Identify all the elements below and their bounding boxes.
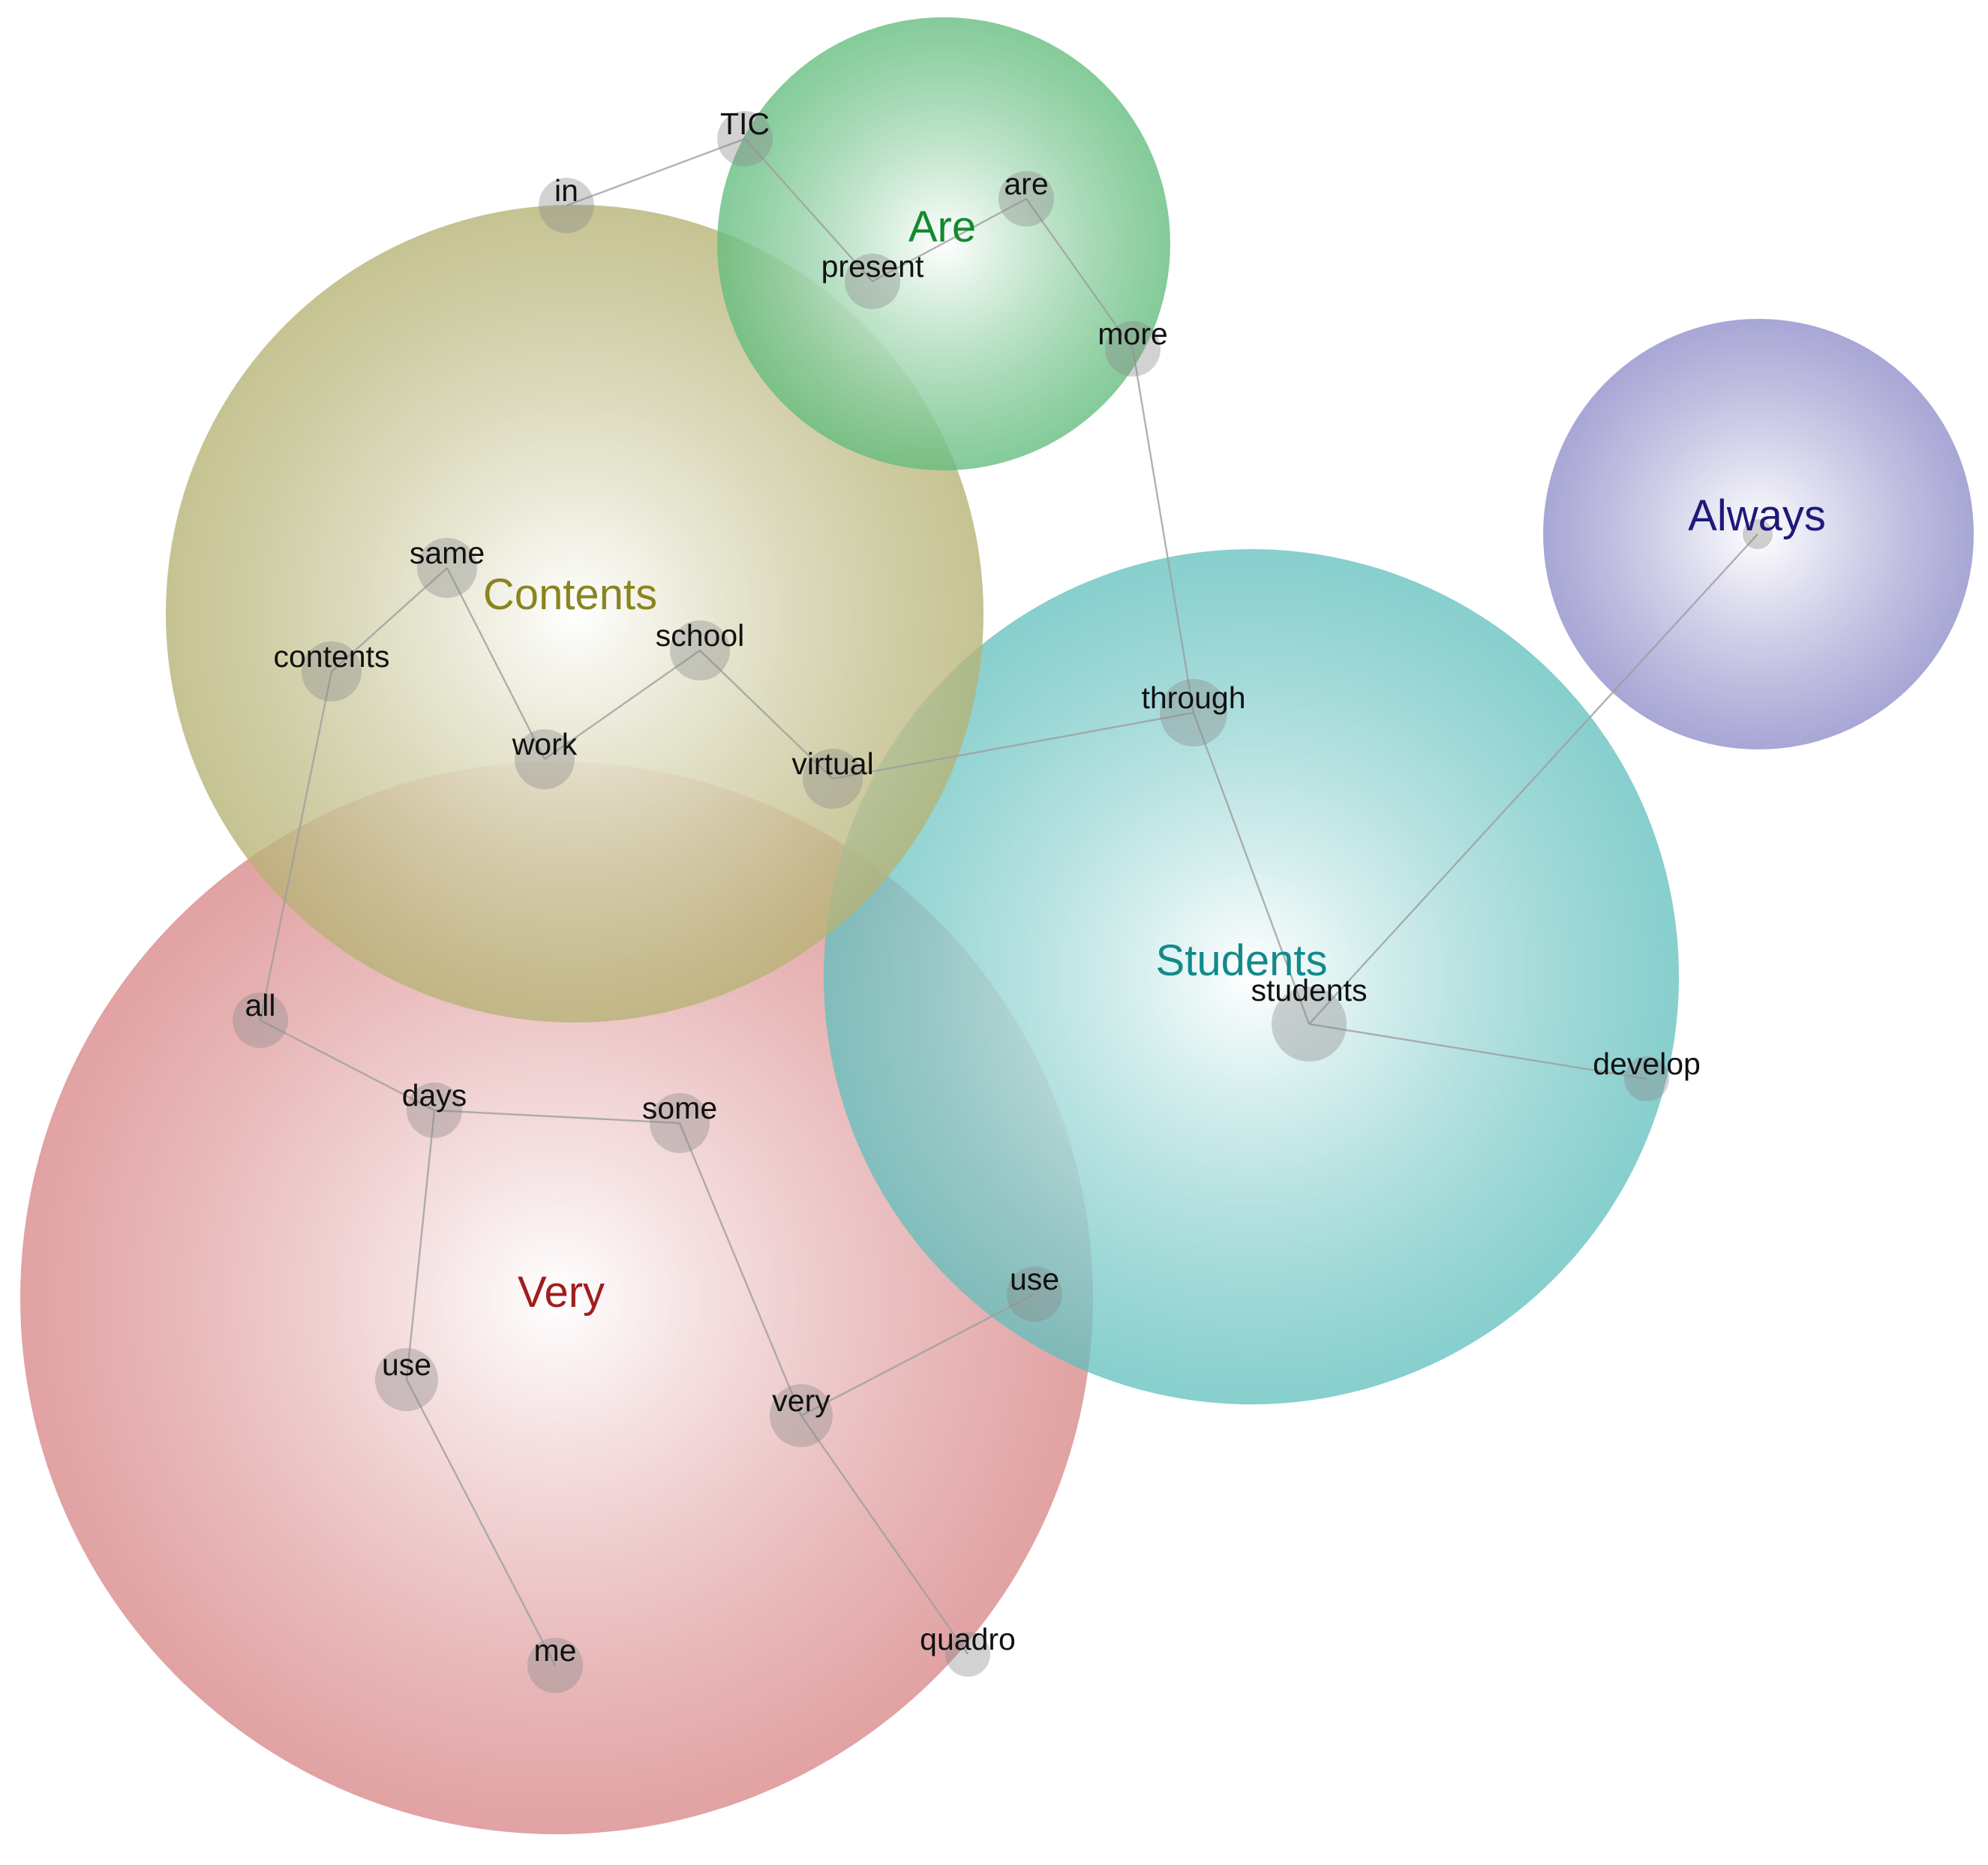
node-dot-very	[770, 1384, 833, 1447]
node-dot-students	[1272, 987, 1347, 1062]
edge-tic-present	[744, 138, 873, 282]
edge-some-very	[678, 1122, 803, 1416]
node-dot-more	[1105, 321, 1161, 377]
word-labels: TIC in are present more same contents school wor…	[245, 107, 1700, 1668]
node-dot-virtual	[803, 749, 863, 809]
node-dot-same	[417, 538, 477, 598]
node-dot-days	[407, 1083, 462, 1138]
edge-very-use2	[800, 1293, 1035, 1417]
edge-students-always_hub	[1308, 533, 1758, 1025]
edge-school-work	[544, 650, 701, 760]
word-label-use1: use	[382, 1347, 431, 1382]
word-label-develop: develop	[1593, 1047, 1701, 1081]
node-dot-work	[515, 729, 575, 789]
cluster-labels: Very Contents Students Are Always	[483, 203, 1826, 1317]
cluster-bubble-very	[20, 761, 1093, 1834]
node-dot-school	[670, 620, 730, 680]
edge-days-some	[434, 1109, 680, 1125]
word-label-students: students	[1251, 973, 1368, 1008]
edge-more-through	[1131, 348, 1195, 713]
word-label-school: school	[656, 618, 745, 653]
word-label-more: more	[1098, 317, 1167, 351]
word-label-all: all	[245, 988, 275, 1023]
node-dot-all	[233, 993, 288, 1048]
edge-present-are	[872, 197, 1027, 283]
word-label-days: days	[402, 1078, 467, 1113]
word-label-me: me	[534, 1633, 577, 1668]
node-dot-always	[1743, 519, 1773, 549]
cluster-label-are: Are	[908, 203, 976, 251]
word-label-work: work	[512, 727, 578, 761]
cluster-bubble-students	[824, 549, 1679, 1404]
edges	[259, 137, 1758, 1666]
word-label-are: are	[1004, 167, 1048, 201]
node-dot-are	[999, 171, 1054, 227]
word-label-quadro: quadro	[920, 1622, 1016, 1656]
word-label-some: some	[642, 1091, 717, 1125]
node-dot-in	[539, 178, 594, 233]
word-label-virtual: virtual	[791, 746, 873, 781]
node-dot-present	[845, 254, 900, 309]
node-dot-use1	[375, 1348, 438, 1411]
cluster-label-very: Very	[518, 1268, 605, 1317]
edge-students-develop	[1308, 1023, 1647, 1080]
edge-in-tic	[566, 137, 746, 207]
cluster-label-always: Always	[1688, 491, 1826, 540]
edge-through-students	[1192, 712, 1311, 1025]
word-label-present: present	[821, 249, 924, 284]
cluster-bubbles	[20, 17, 1974, 1834]
cluster-label-contents: Contents	[483, 570, 657, 619]
edge-days-use1	[405, 1110, 436, 1380]
node-dot-tic	[717, 111, 773, 167]
word-label-in: in	[554, 173, 578, 208]
edge-virtual-school	[699, 650, 833, 779]
edge-use1-me	[405, 1379, 557, 1666]
node-dots	[233, 111, 1773, 1693]
edge-all-days	[260, 1019, 435, 1112]
edge-very-quadro	[800, 1415, 968, 1655]
word-label-use2: use	[1010, 1262, 1059, 1296]
node-dot-some	[650, 1093, 710, 1153]
node-dot-contents	[302, 641, 362, 701]
node-dot-me	[527, 1638, 583, 1693]
node-dot-through	[1160, 679, 1227, 746]
node-dot-quadro	[945, 1632, 990, 1677]
node-dot-use2	[1007, 1266, 1062, 1322]
edge-work-same	[446, 567, 546, 760]
cluster-label-students: Students	[1156, 936, 1328, 985]
word-label-contents: contents	[274, 639, 390, 674]
edge-are-more	[1026, 198, 1134, 350]
edge-contents-all	[259, 671, 333, 1021]
word-label-through: through	[1141, 680, 1245, 715]
word-label-very: very	[772, 1383, 830, 1418]
word-label-same: same	[410, 536, 485, 570]
edge-through-virtual	[832, 711, 1194, 780]
cluster-bubble-contents	[166, 205, 983, 1023]
node-dot-develop	[1624, 1056, 1669, 1101]
edge-same-contents	[331, 567, 448, 672]
word-label-tic: TIC	[720, 107, 770, 141]
cluster-bubble-always	[1543, 319, 1974, 749]
